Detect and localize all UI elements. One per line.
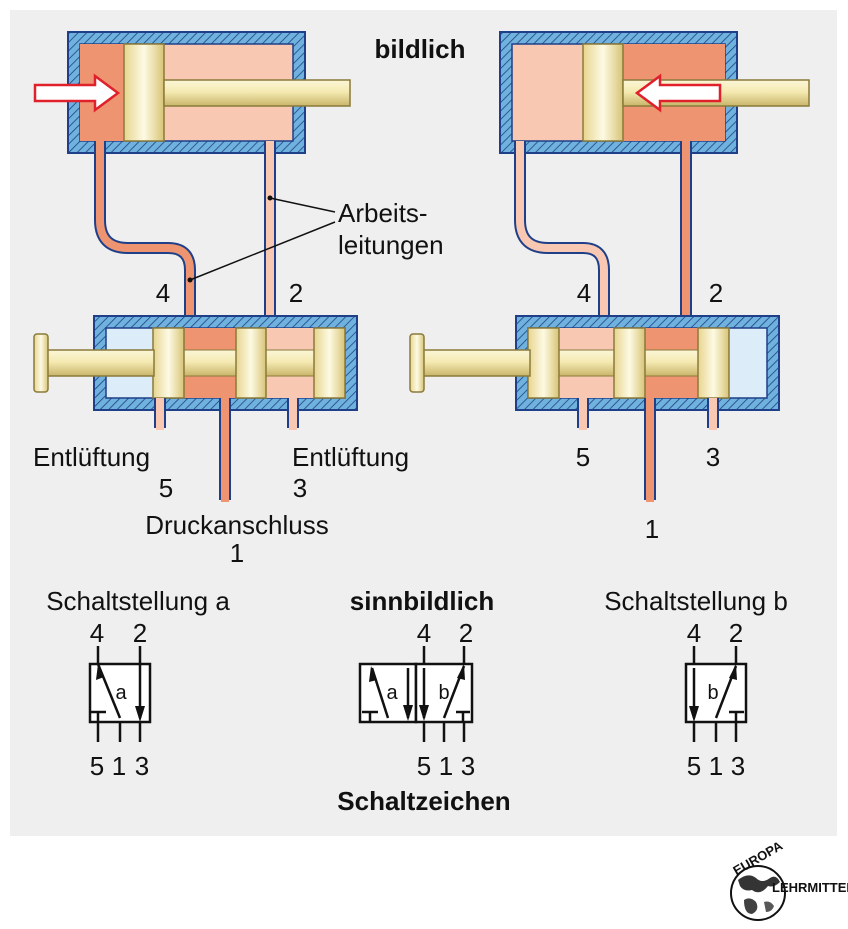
push-left-arrow-icon bbox=[634, 73, 722, 113]
left-valve bbox=[33, 315, 358, 502]
europa-lehrmittel-logo: EUROPA LEHRMITTEL bbox=[730, 838, 848, 921]
sym-b-port-5: 5 bbox=[687, 751, 701, 781]
right-port-4: 4 bbox=[577, 278, 591, 308]
right-valve bbox=[409, 315, 780, 502]
left-working-lines bbox=[94, 141, 276, 335]
sym-a-port-2: 2 bbox=[133, 618, 147, 648]
left-exhaust-3-label: Entlüftung bbox=[292, 442, 409, 472]
left-cylinder bbox=[33, 31, 351, 154]
left-exhaust-5-label: Entlüftung bbox=[33, 442, 150, 472]
sym-ab-port-4: 4 bbox=[417, 618, 431, 648]
valve-push-button bbox=[409, 333, 425, 393]
sym-ab-port-1: 1 bbox=[439, 751, 453, 781]
left-port-2: 2 bbox=[289, 278, 303, 308]
caption-symbols: Schaltzeichen bbox=[337, 786, 510, 816]
sym-a-letter: a bbox=[115, 682, 127, 704]
pressure-port-label: Druckanschluss bbox=[145, 510, 329, 540]
sym-b-port-2: 2 bbox=[729, 618, 743, 648]
right-port-5: 5 bbox=[576, 442, 590, 472]
sym-b-letter: b bbox=[707, 682, 718, 704]
working-lines-label-1: Arbeits- bbox=[338, 198, 428, 228]
logo-side-text: LEHRMITTEL bbox=[772, 880, 848, 895]
symbol-position-b bbox=[684, 646, 748, 742]
right-port-1: 1 bbox=[645, 514, 659, 544]
pressure-port-number: 1 bbox=[230, 538, 244, 568]
left-port-4: 4 bbox=[156, 278, 170, 308]
sym-ab-letter-b: b bbox=[438, 682, 449, 704]
left-exhaust-3-number: 3 bbox=[293, 473, 307, 503]
symbol-combined bbox=[358, 646, 474, 742]
heading-pictorial: bildlich bbox=[375, 34, 466, 64]
right-port-2: 2 bbox=[709, 278, 723, 308]
valve-push-button bbox=[33, 333, 49, 393]
sym-a-port-3: 3 bbox=[135, 751, 149, 781]
left-exhaust-5-number: 5 bbox=[159, 473, 173, 503]
sym-a-port-4: 4 bbox=[90, 618, 104, 648]
working-lines-label-2: leitungen bbox=[338, 230, 444, 260]
position-a-title: Schaltstellung a bbox=[46, 586, 230, 616]
cylinder-piston bbox=[123, 43, 165, 142]
symbol-position-a bbox=[88, 646, 152, 742]
right-working-lines bbox=[514, 141, 692, 335]
sym-a-port-5: 5 bbox=[90, 751, 104, 781]
working-lines-leaders bbox=[187, 195, 336, 283]
sym-b-port-4: 4 bbox=[687, 618, 701, 648]
push-right-arrow-icon bbox=[33, 73, 121, 113]
sym-b-port-1: 1 bbox=[709, 751, 723, 781]
sym-ab-port-5: 5 bbox=[417, 751, 431, 781]
position-b-title: Schaltstellung b bbox=[604, 586, 788, 616]
cylinder-piston bbox=[582, 43, 624, 142]
piston-rod bbox=[163, 79, 351, 107]
sym-ab-letter-a: a bbox=[386, 682, 398, 704]
sym-ab-port-2: 2 bbox=[459, 618, 473, 648]
sym-a-port-1: 1 bbox=[112, 751, 126, 781]
heading-symbolic: sinnbildlich bbox=[350, 586, 494, 616]
sym-ab-port-3: 3 bbox=[461, 751, 475, 781]
right-port-3: 3 bbox=[706, 442, 720, 472]
sym-b-port-3: 3 bbox=[731, 751, 745, 781]
right-cylinder bbox=[499, 31, 810, 154]
